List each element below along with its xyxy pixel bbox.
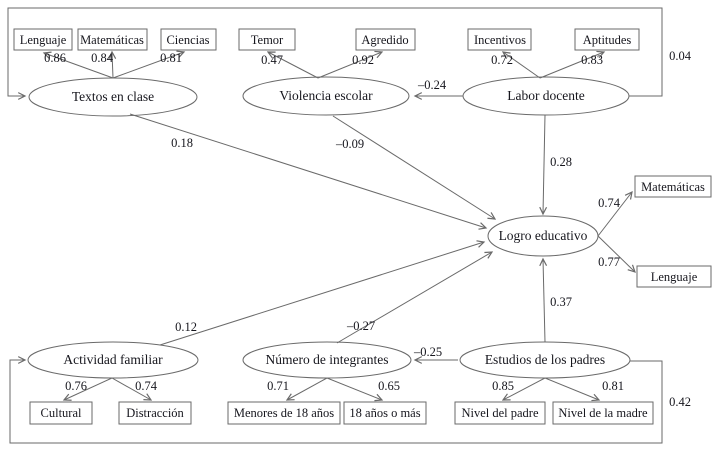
- arrow-integrantes-mayores18: [326, 377, 382, 400]
- indicator-label-nivel-padre: Nivel del padre: [461, 406, 539, 420]
- indicator-cultural: [29, 401, 93, 425]
- loading-aptitudes: 0.83: [581, 53, 603, 67]
- loading-lenguaje-out: 0.77: [598, 255, 620, 269]
- indicator-nivel-madre: [552, 401, 654, 425]
- loading-ciencias: 0.81: [160, 51, 182, 65]
- indicator-aptitudes: [574, 28, 640, 51]
- latent-label-logro: Logro educativo: [499, 228, 588, 243]
- arrow-integrantes-menores18: [287, 377, 328, 400]
- indicator-nivel-padre: [454, 401, 546, 425]
- arrow-estudios-logro: [543, 259, 545, 343]
- indicator-label-matematicas-out: Matemáticas: [641, 180, 705, 194]
- indicator-label-aptitudes: Aptitudes: [583, 33, 632, 47]
- indicator-label-lenguaje: Lenguaje: [20, 33, 67, 47]
- latent-label-integrantes: Número de integrantes: [266, 352, 389, 367]
- path-label-labor-logro: 0.28: [550, 155, 572, 169]
- path-label-estudios-integrantes: –0.25: [413, 345, 442, 359]
- loading-mayores18: 0.65: [378, 379, 400, 393]
- loading-nivel-padre: 0.85: [492, 379, 514, 393]
- indicator-label-mayores18: 18 años o más: [349, 406, 420, 420]
- latent-textos-en-clase: [28, 77, 198, 117]
- arrow-estudios-nivelmadre: [544, 377, 599, 400]
- indicator-distraccion: [118, 401, 192, 425]
- path-label-actividad-logro: 0.12: [175, 320, 197, 334]
- loading-agredido: 0.92: [352, 53, 374, 67]
- arrow-actividad-logro: [159, 242, 484, 346]
- latent-label-textos: Textos en clase: [72, 89, 154, 104]
- arrow-violencia-temor: [268, 52, 319, 79]
- indicator-label-cultural: Cultural: [41, 406, 82, 420]
- arrow-textos-lenguaje: [44, 53, 114, 79]
- arrow-labor-incentivos: [503, 52, 541, 79]
- indicator-menores18: [227, 401, 341, 425]
- indicator-matematicas-out: [634, 175, 712, 198]
- arrow-integrantes-logro: [336, 252, 492, 344]
- arrow-actividad-cultural: [64, 377, 113, 400]
- latent-labor-docente: [462, 76, 630, 116]
- cov-path-labor-textos: [7, 7, 663, 96]
- loading-temor: 0.47: [261, 53, 283, 67]
- path-label-textos-logro: 0.18: [171, 136, 193, 150]
- latent-label-estudios: Estudios de los padres: [485, 352, 605, 367]
- indicator-label-nivel-madre: Nivel de la madre: [558, 406, 648, 420]
- indicator-label-distraccion: Distracción: [126, 406, 184, 420]
- indicator-label-lenguaje-out: Lenguaje: [651, 270, 698, 284]
- indicator-label-menores18: Menores de 18 años: [234, 406, 334, 420]
- latent-label-labor: Labor docente: [507, 88, 585, 103]
- indicator-label-agredido: Agredido: [361, 33, 408, 47]
- latent-label-violencia: Violencia escolar: [279, 88, 373, 103]
- indicator-mayores18: [343, 401, 427, 425]
- path-label-violencia-logro: –0.09: [335, 137, 364, 151]
- cov-path-estudios-actividad: [9, 360, 663, 444]
- latent-violencia-escolar: [242, 76, 410, 116]
- loading-nivel-madre: 0.81: [602, 379, 624, 393]
- arrow-labor-logro: [543, 114, 545, 214]
- loading-lenguaje: 0.86: [44, 51, 66, 65]
- path-label-estudios-logro: 0.37: [550, 295, 572, 309]
- latent-logro-educativo: [487, 215, 599, 257]
- indicator-incentivos: [467, 28, 532, 51]
- arrow-violencia-logro: [332, 115, 495, 219]
- arrow-labor-aptitudes: [539, 52, 604, 79]
- loading-menores18: 0.71: [267, 379, 289, 393]
- latent-actividad-familiar: [27, 341, 199, 379]
- path-label-integrantes-logro: –0.27: [346, 319, 375, 333]
- cov-label-labor-textos: 0.04: [669, 49, 692, 63]
- latent-numero-de-integrantes: [242, 341, 412, 379]
- loading-distraccion: 0.74: [135, 379, 158, 393]
- indicator-agredido: [355, 28, 416, 51]
- latent-estudios-de-los-padres: [459, 341, 631, 379]
- loading-incentivos: 0.72: [491, 53, 513, 67]
- indicator-ciencias: [160, 28, 217, 51]
- indicator-lenguaje: [13, 28, 73, 51]
- arrow-estudios-nivelpadre: [503, 377, 546, 400]
- arrow-textos-logro: [129, 113, 486, 228]
- arrow-actividad-distraccion: [111, 377, 151, 400]
- indicator-label-matematicas: Matemáticas: [80, 33, 144, 47]
- loading-matematicas-out: 0.74: [598, 196, 621, 210]
- arrow-logro-lenguaje: [597, 235, 635, 272]
- path-label-labor-violencia: –0.24: [417, 78, 447, 92]
- indicator-matematicas: [77, 28, 148, 51]
- indicator-label-incentivos: Incentivos: [474, 33, 526, 47]
- indicator-lenguaje-out: [636, 265, 712, 288]
- loading-cultural: 0.76: [65, 379, 87, 393]
- arrow-textos-matematicas: [112, 52, 113, 79]
- indicator-temor: [238, 28, 296, 51]
- loading-matematicas: 0.84: [91, 51, 114, 65]
- latent-label-actividad: Actividad familiar: [63, 352, 163, 367]
- arrow-textos-ciencias: [112, 52, 184, 79]
- arrow-logro-matematicas: [597, 192, 632, 237]
- indicator-label-ciencias: Ciencias: [166, 33, 209, 47]
- indicator-label-temor: Temor: [251, 33, 284, 47]
- arrow-violencia-agredido: [317, 52, 382, 79]
- cov-label-estudios-actividad: 0.42: [669, 395, 691, 409]
